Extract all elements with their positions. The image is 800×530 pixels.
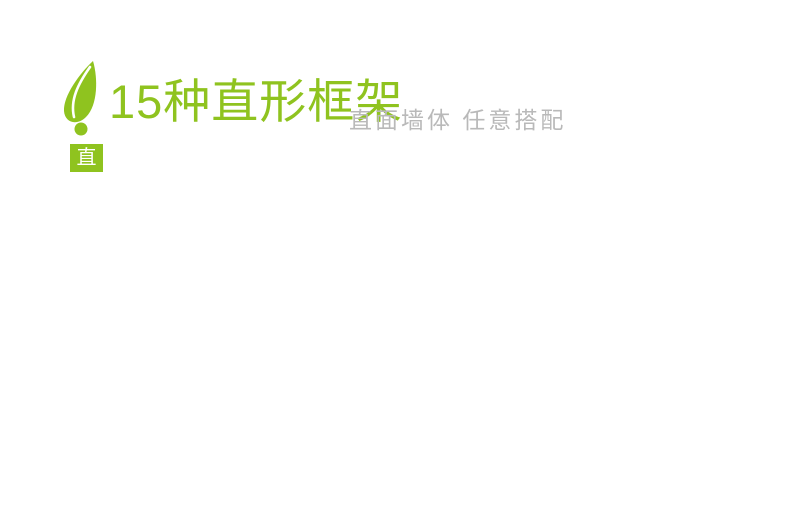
leaf-logo-icon [63,61,97,136]
page-subtitle: 直面墙体 任意搭配 [349,107,567,133]
page-title: 15种直形框架 [109,75,404,128]
banner-text: 标准化组件、模块化组装、让布展更轻松高效 [119,148,523,169]
leaf-dot [74,122,88,136]
leaf-vein [71,65,92,119]
banner-badge: 直 [70,144,103,172]
